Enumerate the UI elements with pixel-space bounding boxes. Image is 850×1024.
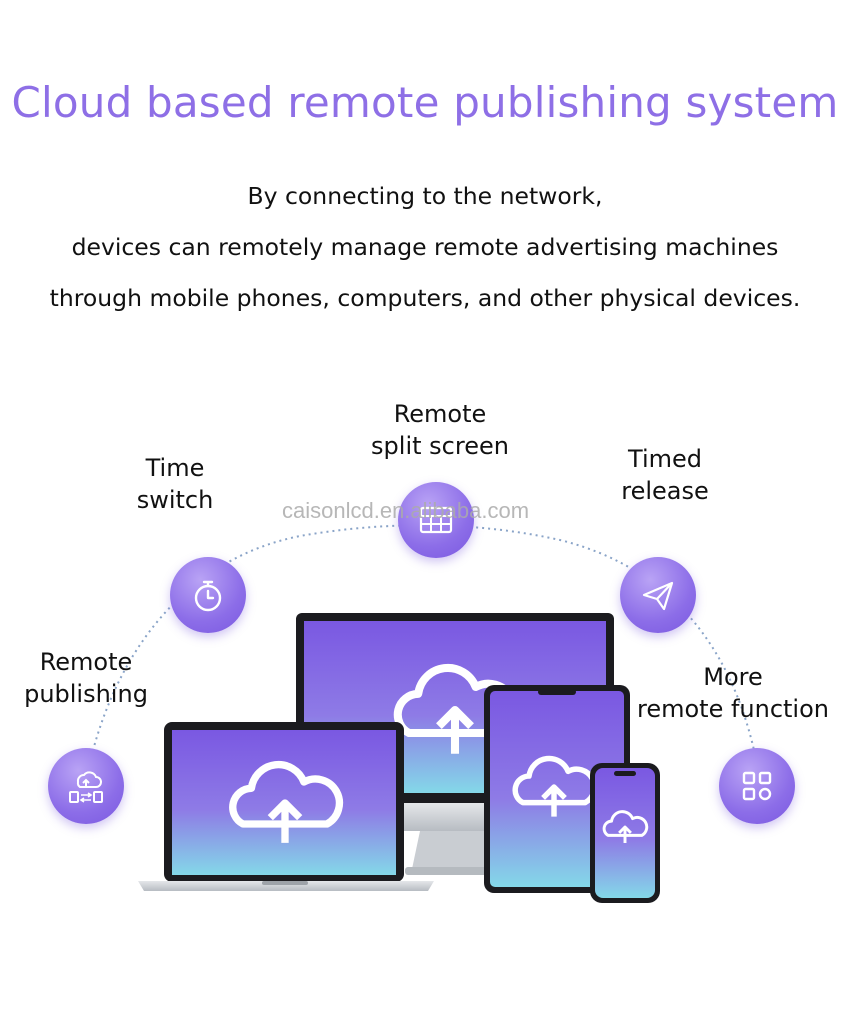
subtitle-line-3: through mobile phones, computers, and ot…: [49, 284, 801, 312]
timed-release-circle: [620, 557, 696, 633]
time-switch-circle: [170, 557, 246, 633]
more-functions-circle: [719, 748, 795, 824]
laptop: [138, 722, 434, 891]
phone: [590, 763, 660, 903]
stopwatch-icon: [194, 580, 222, 612]
devices-illustration: [138, 613, 660, 903]
watermark: caisonlcd.en.alibaba.com: [282, 498, 530, 523]
subtitle-line-2: devices can remotely manage remote adver…: [71, 233, 779, 261]
app-grid-icon: [742, 771, 772, 801]
paper-plane-icon: [642, 581, 674, 611]
cloud-devices-icon: [69, 771, 103, 803]
split-screen-circle: [398, 482, 474, 558]
split-screen-icon: [419, 506, 453, 534]
page-title: Cloud based remote publishing system: [11, 78, 839, 127]
remote-publishing-circle: [48, 748, 124, 824]
subtitle-line-1: By connecting to the network,: [247, 182, 603, 210]
